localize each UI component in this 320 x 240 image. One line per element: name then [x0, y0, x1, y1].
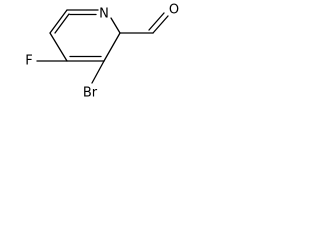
pyridine-ring [36, 9, 169, 84]
bond-c3-br [91, 60, 105, 84]
bond-aldehyde-co-inner [148, 12, 165, 31]
atom-label-nitrogen: N [99, 7, 109, 22]
structure-canvas: N O F Br [0, 0, 188, 132]
atom-label-fluorine: F [25, 54, 32, 69]
bond-c5-c6-inner [54, 13, 70, 34]
atom-label-oxygen: O [169, 3, 179, 18]
bond-n1-c2 [110, 17, 121, 34]
bond-c4-c5 [49, 32, 68, 62]
bond-c2-c3 [103, 32, 121, 62]
bond-c5-c6 [49, 9, 68, 34]
molecule-structure: N O F Br [25, 3, 179, 101]
bond-aldehyde-co [152, 15, 169, 34]
atom-label-bromine: Br [83, 86, 98, 101]
